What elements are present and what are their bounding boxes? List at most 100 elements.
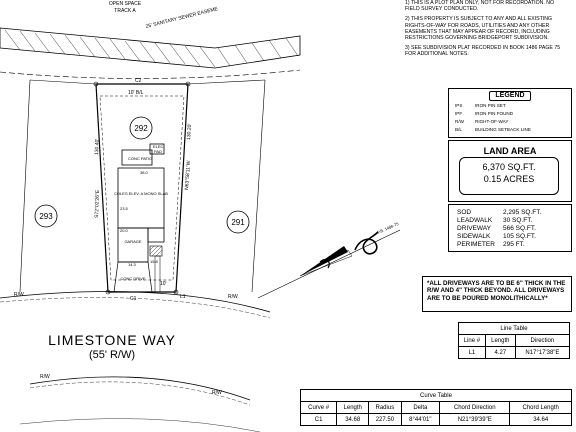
legend-row: R/W RIGHT-OF-WAY [455,119,508,124]
curve-table-title: Curve Table [300,389,572,402]
dimension-2: 23.5 [120,206,129,211]
rw-label-3: R/W [40,374,50,380]
curve-table-header: Curve # [299,401,338,414]
opposite-sidewalk-line [29,381,251,406]
area-value: 566 SQ.FT. [503,225,536,232]
legend-title: LEGEND [489,91,531,101]
curve-table-header: Chord Direction [439,401,511,414]
curve-table-cell: C1 [299,413,338,426]
area-name: SOD [457,209,472,216]
lot-291-side-line [251,79,266,293]
lot-293-side-line [19,79,31,293]
curve-table-header: Delta [400,401,441,414]
line-table-cell: 4.27 [484,346,516,359]
table-row: L1 4.27 N17°17'38"E [458,346,571,359]
leadwalk [154,255,161,293]
dimension-5: 15.8 [150,259,159,264]
left-bearing-label: S72°02'26"E [94,189,101,218]
land-area-values: 6,370 SQ.FT. 0.15 ACRES [459,157,559,195]
curve-table-cell: 227.50 [368,413,402,426]
legend-symbol: B/L [455,127,462,132]
curve-table-cell: 34.64 [509,413,572,426]
house-footprint [117,143,165,263]
line-l1-label: L1 [180,294,186,300]
rw-label-4: R/W [212,390,222,396]
lot-293-number: 293 [39,212,53,221]
legend-panel: LEGEND IPS IRON PIN SET IPF IRON PIN FOU… [448,88,572,138]
land-area-acres: 0.15 ACRES [483,174,535,184]
legend-symbol: IPF [455,111,463,116]
dimension-4: 14.3 [128,262,137,267]
line-table: Line Table Line # Length Direction L1 4.… [458,322,571,359]
dimension-1: 38.0 [140,170,149,175]
line-table-header: Length [484,334,516,347]
lot-291-rear-line [187,79,266,85]
left-distance-label: 130.40' [94,139,101,155]
line-table-title: Line Table [458,322,570,335]
north-arrow-reference: P.B. 1486-75 [376,221,400,235]
curve-table-header: Radius [368,401,402,414]
line-table-cell: L1 [458,346,486,359]
curve-c2-label: C2 [135,78,142,84]
elec-label: ELEC [153,144,164,149]
note-2: 2) THIS PROPERTY IS SUBJECT TO ANY AND A… [405,16,553,42]
front-right-of-way-line [0,291,271,313]
general-notes: 1) THIS IS A PLOT PLAN ONLY, NOT FOR REC… [405,0,570,62]
front-stoop [149,245,163,257]
lot-291-circle [226,210,250,234]
north-arrow [257,229,400,299]
track-label: TRACK A [114,8,136,14]
line-table-cell: N17°17'38"E [514,346,571,359]
legend-description: BUILDING SETBACK LINE [475,127,531,132]
land-area-sqft: 6,370 SQ.FT. [482,162,536,172]
line-table-header: Line # [458,334,486,347]
sidewalk-line [0,297,271,319]
lot-293-circle [34,204,58,228]
area-name: LEADWALK [457,217,493,224]
patio-label: CONC PATIO [128,156,152,161]
legend-row: IPF IRON PIN FOUND [455,111,513,116]
driveway [113,261,153,293]
street-right-of-way: (55' R/W) [89,349,135,361]
rw-label-2: R/W [228,294,238,300]
pad-label: PAD [154,149,162,154]
sanitary-sewer-easement [0,27,301,69]
legend-description: RIGHT-OF-WAY [475,119,509,124]
garage-label: GARAGE [124,239,141,244]
lot-292-circle [129,116,153,140]
area-value: 105 SQ.FT. [503,233,536,240]
land-area-panel: LAND AREA 6,370 SQ.FT. 0.15 ACRES [448,140,572,202]
rear-setback-label: 10' B/L [128,90,144,96]
note-1: 1) THIS IS A PLOT PLAN ONLY, NOT FOR REC… [405,0,555,13]
curve-table-header: Length [336,401,370,414]
legend-row: B/L BUILDING SETBACK LINE [455,127,531,132]
far-curb-line [19,418,261,432]
iron-pin-markers [93,81,191,295]
table-row: C1 34.68 227.50 8°44'01" N21°39'39"E 34.… [299,413,572,426]
house-label: COLES ELEV. A MONO SLAB [114,191,168,196]
legend-symbol: IPS [455,103,463,108]
area-name: PERIMETER [457,241,495,248]
area-row: PERIMETER 295 FT. [457,241,557,248]
legend-symbol: R/W [455,119,464,124]
area-value: 2,295 SQ.FT. [503,209,542,216]
right-distance-label: 130.20' [186,123,193,140]
lot-292-number: 292 [134,124,148,133]
lot-292-boundary [95,83,189,293]
rw-label-1: R/W [14,292,24,298]
front-setback-label: 10' [160,281,167,287]
legend-description: IRON PIN SET [475,103,506,108]
area-value: 295 FT. [503,241,525,248]
street-name: LIMESTONE WAY [48,332,176,348]
note-3: 3) SEE SUBDIVISION PLAT RECORDED IN BOOK… [405,45,561,58]
open-space-label: OPEN SPACE [109,1,142,7]
area-row: SOD 2,295 SQ.FT. [457,209,557,216]
curve-table-cell: 34.68 [336,413,370,426]
curve-table-cell: N21°39'39"E [439,413,511,426]
rear-boundary-curve [0,69,301,79]
land-area-title: LAND AREA [483,146,537,156]
easement-label: 25' SANITARY SEWER EASEME [145,6,219,30]
